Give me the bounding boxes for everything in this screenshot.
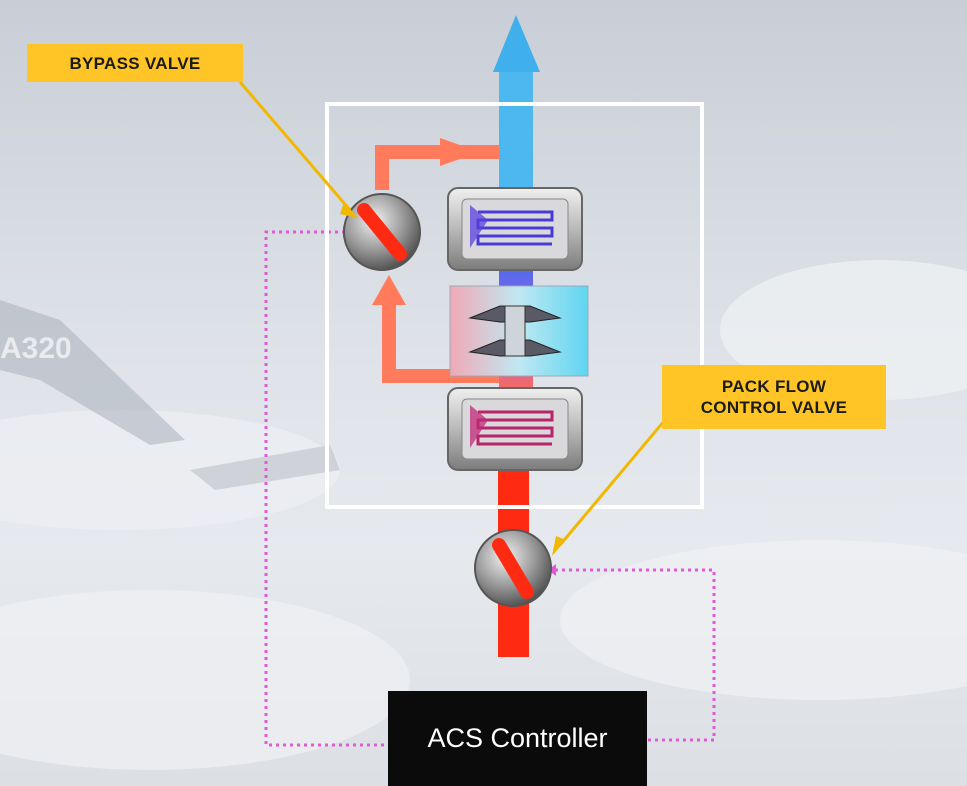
pfcv-leader-arrow-icon xyxy=(552,536,566,556)
valve-icon xyxy=(357,203,407,261)
bypass-valve-label: BYPASS VALVE xyxy=(27,44,243,82)
cold-outlet-duct xyxy=(499,70,533,195)
valve-icon xyxy=(492,538,534,599)
pack-frame xyxy=(325,102,704,509)
bypass-signal-line xyxy=(264,230,388,747)
pfcv-leader-line xyxy=(558,419,667,546)
aircraft-wing-silhouette xyxy=(0,300,185,445)
acs-controller: ACS Controller xyxy=(388,691,647,786)
secondary-heat-exchanger xyxy=(447,187,583,271)
pfcv-signal-line xyxy=(556,568,716,742)
heat-exchanger-icon xyxy=(476,410,554,446)
pack-flow-control-valve-label: PACK FLOW CONTROL VALVE xyxy=(662,365,886,429)
pack-flow-control-valve[interactable] xyxy=(474,529,552,607)
pfcv-signal-arrow-icon xyxy=(548,564,556,576)
bypass-leader-arrow-icon xyxy=(340,202,358,218)
outlet-arrow-icon xyxy=(493,15,540,72)
pack-flow-label-line1: PACK FLOW xyxy=(721,377,827,396)
background-aircraft-text: A320 xyxy=(0,332,72,365)
heat-exchanger-icon xyxy=(476,210,554,246)
primary-heat-exchanger xyxy=(447,387,583,471)
bypass-leader-line xyxy=(238,81,352,211)
background: A320 xyxy=(0,260,967,770)
signal-lines xyxy=(264,230,716,747)
bypass-up-arrow-icon xyxy=(372,275,406,305)
compressor-turbine-icon xyxy=(468,305,562,357)
acs-controller-label: ACS Controller xyxy=(427,723,608,753)
bypass-valve-label-text: BYPASS VALVE xyxy=(69,53,201,73)
air-cycle-machine xyxy=(449,285,589,377)
bypass-valve[interactable] xyxy=(343,193,421,271)
bypass-flow-arrow-icon xyxy=(440,138,480,166)
pack-flow-label-line2: CONTROL VALVE xyxy=(700,398,848,417)
